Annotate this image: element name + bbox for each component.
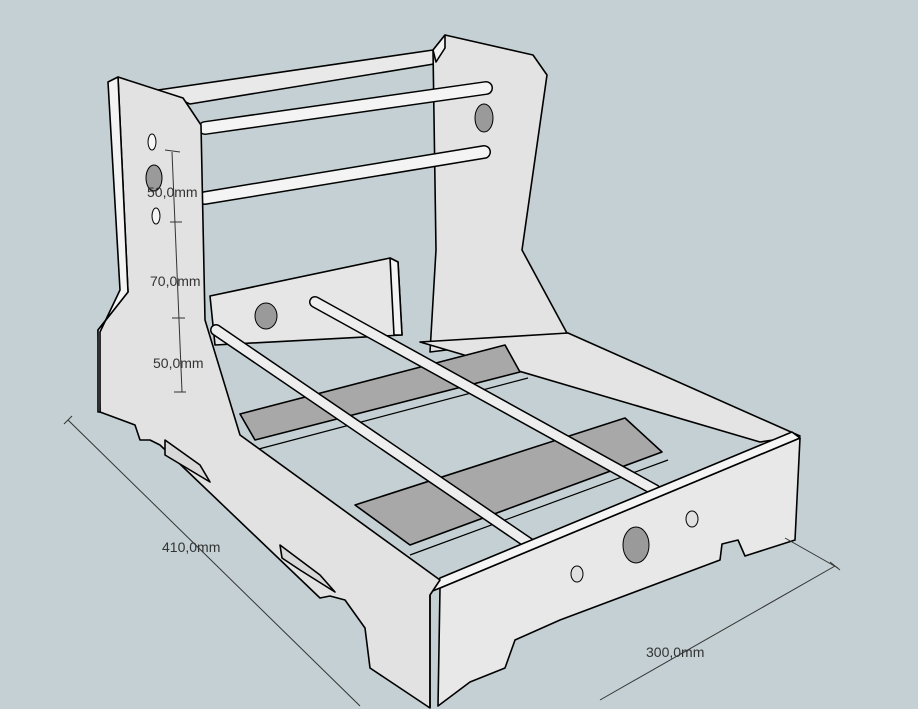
base-length-dimension-line	[63, 415, 361, 707]
front-plate-hole	[685, 510, 699, 528]
front-plate-hole	[622, 526, 650, 564]
dimension-label-length: 410,0mm	[162, 539, 220, 555]
right-upright-plate	[429, 34, 569, 353]
left-side-plate-edge	[97, 76, 129, 413]
front-plate-hole	[570, 565, 584, 583]
dimension-label-lower: 50,0mm	[153, 355, 204, 371]
vertical-dimension-lines	[164, 149, 186, 393]
side-plate-hole	[147, 133, 157, 151]
right-upright-edge	[432, 34, 446, 63]
side-plate-hole	[145, 164, 163, 192]
side-plate-hole	[151, 207, 161, 225]
back-base-plate-edge	[389, 257, 403, 336]
upper-rod	[198, 81, 493, 135]
back-plate-hole	[254, 302, 278, 330]
lower-rod	[210, 324, 536, 550]
base-foot	[164, 439, 211, 483]
front-end-plate	[437, 437, 801, 707]
left-side-plate	[97, 76, 441, 709]
upright-hole	[474, 103, 494, 133]
dimension-label-middle: 70,0mm	[150, 273, 201, 289]
dimension-label-width: 300,0mm	[646, 644, 704, 660]
right-base-side-plate	[419, 332, 801, 443]
base-foot	[279, 544, 336, 593]
dimension-label-upper: 50,0mm	[147, 184, 198, 200]
floor-strip	[239, 344, 521, 441]
upper-rod	[198, 145, 491, 205]
base-width-dimension-line	[599, 537, 841, 701]
lower-rod	[309, 296, 661, 496]
